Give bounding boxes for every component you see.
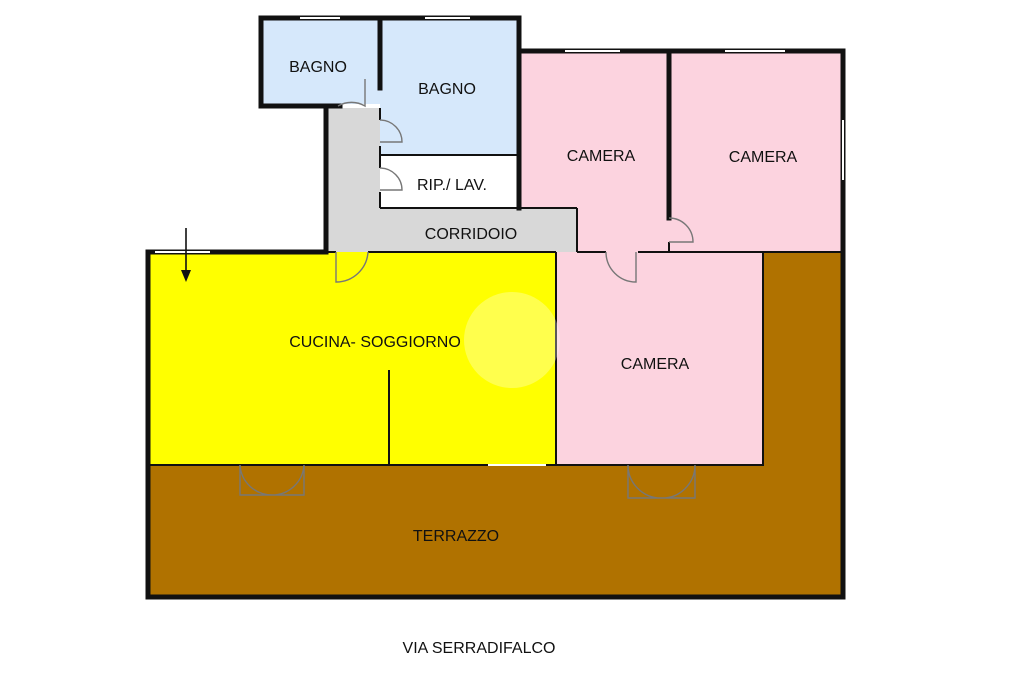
house-watermark-icon xyxy=(464,292,560,388)
label-bagno-large: BAGNO xyxy=(418,81,476,98)
interior-walls xyxy=(148,15,843,466)
label-corridoio: CORRIDOIO xyxy=(425,226,517,243)
room-terrazzo xyxy=(148,252,843,597)
label-terrazzo: TERRAZZO xyxy=(413,528,499,545)
room-bagno-large xyxy=(380,18,519,154)
street-label: VIA SERRADIFALCO xyxy=(403,640,556,657)
windows xyxy=(155,17,844,466)
label-camera-top-right: CAMERA xyxy=(729,149,798,166)
outer-walls xyxy=(145,15,846,600)
label-cucina-soggiorno: CUCINA- SOGGIORNO xyxy=(289,334,461,351)
doors xyxy=(239,79,696,499)
room-cucina-soggiorno xyxy=(148,252,556,466)
label-bagno-small: BAGNO xyxy=(289,59,347,76)
room-camera-top-right xyxy=(669,51,843,252)
room-ripostiglio xyxy=(380,156,519,208)
room-bagno-small xyxy=(261,18,380,104)
room-corridoio xyxy=(328,108,577,252)
entrance-arrow-icon xyxy=(181,228,191,282)
label-camera-top-left: CAMERA xyxy=(567,148,636,165)
room-camera-middle xyxy=(556,252,763,466)
label-camera-middle: CAMERA xyxy=(621,356,690,373)
label-ripostiglio: RIP./ LAV. xyxy=(417,177,487,194)
